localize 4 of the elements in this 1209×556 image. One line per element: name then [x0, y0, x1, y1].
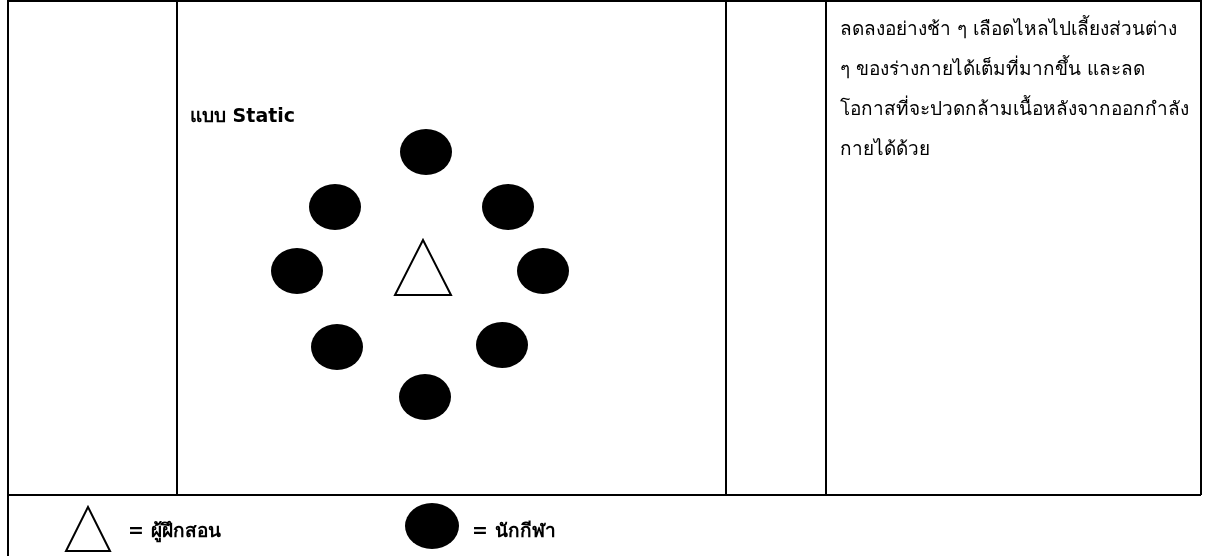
description-text: ลดลงอย่างช้า ๆ เลือดไหลไปเลี้ยงส่วนต่าง ๆ ของร่างกายได้เต็มที่มากขึ้น และลดโอกาสที่จะปวดกล้ามเนื้อหลังจากออกกำลังกายได้ด้วย: [840, 14, 1190, 161]
legend-text: = นักกีฬา: [472, 518, 556, 543]
legend-text: = ผู้ฝึกสอน: [128, 518, 221, 545]
heading-text: แบบ Static: [190, 103, 296, 128]
